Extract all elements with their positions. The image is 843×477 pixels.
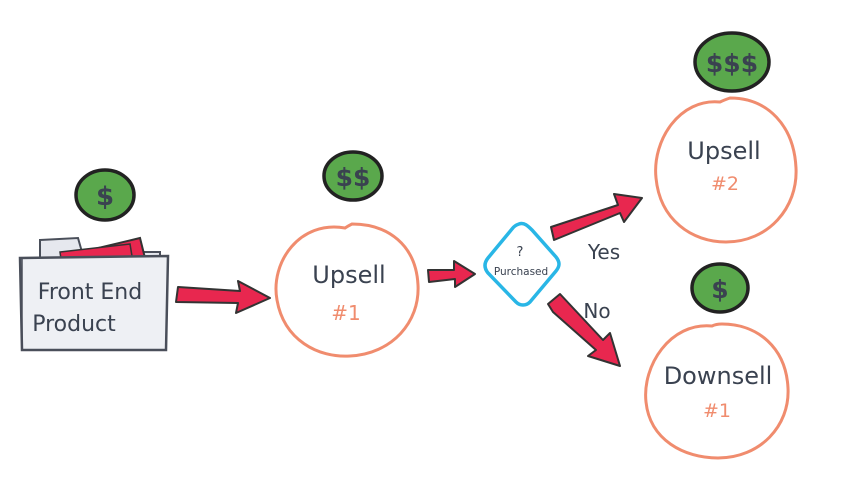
decision-node: ? Purchased xyxy=(483,221,561,307)
upsell2-number: #2 xyxy=(711,173,739,195)
upsell1-circle xyxy=(274,222,420,358)
upsell1-number: #1 xyxy=(331,301,360,325)
downsell-circle xyxy=(644,322,790,460)
upsell2-price-badge: $$$ xyxy=(693,31,771,93)
no-label: No xyxy=(583,299,610,323)
decision-diamond xyxy=(483,221,561,307)
front-end-node: $ Front End Product xyxy=(18,168,170,352)
yes-label: Yes xyxy=(587,240,620,264)
front-end-label-line1: Front End xyxy=(38,280,142,305)
upsell1-price-badge: $$ xyxy=(322,150,384,202)
decision-symbol: ? xyxy=(517,245,524,260)
downsell-price: $ xyxy=(711,275,728,304)
front-end-price: $ xyxy=(96,182,114,212)
downsell-title: Downsell xyxy=(664,362,773,390)
downsell-price-badge: $ xyxy=(690,262,750,314)
arrow-front-to-upsell1 xyxy=(175,280,271,314)
downsell-number: #1 xyxy=(703,400,731,422)
upsell1-node: $$ Upsell #1 xyxy=(274,150,420,358)
upsell2-price: $$$ xyxy=(706,49,758,78)
decision-label: Purchased xyxy=(494,266,548,278)
upsell2-circle xyxy=(654,96,798,244)
upsell2-node: $$$ Upsell #2 xyxy=(654,31,798,244)
downsell-node: $ Downsell #1 xyxy=(644,262,790,460)
front-end-label-line2: Product xyxy=(32,312,116,337)
arrow-upsell1-to-decision xyxy=(427,260,476,288)
arrow-no xyxy=(547,293,621,367)
arrow-yes xyxy=(550,193,643,241)
folder-icon xyxy=(18,236,170,352)
upsell1-title: Upsell xyxy=(312,261,385,289)
upsell1-price: $$ xyxy=(336,163,371,192)
upsell2-title: Upsell xyxy=(687,137,760,165)
front-end-price-badge: $ xyxy=(74,168,136,222)
